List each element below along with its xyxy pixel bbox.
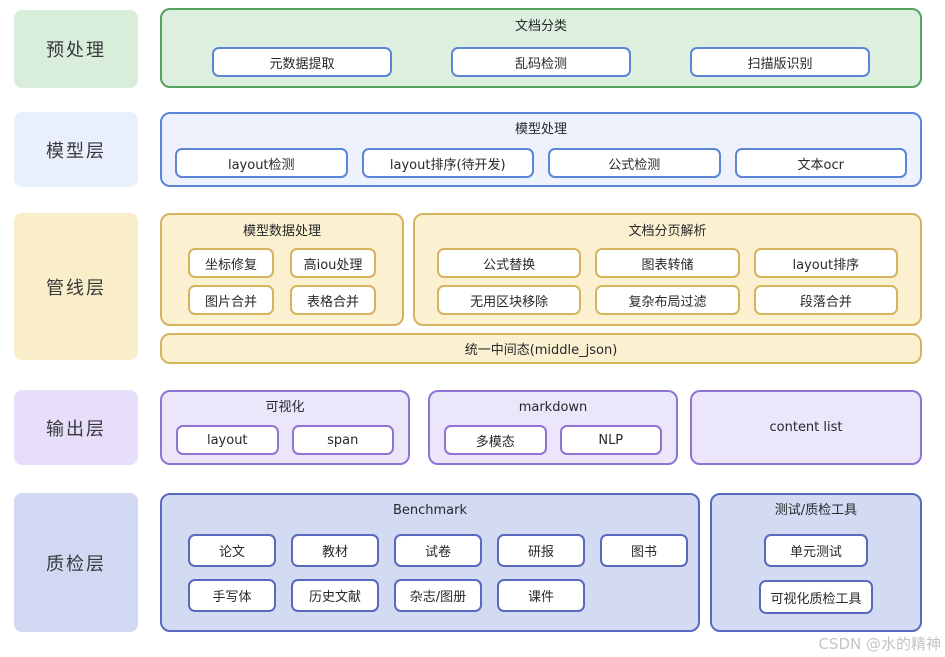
group-doc-page-parsing: 文档分页解析 公式替换 图表转储 layout排序 无用区块移除 复杂布局过滤 … <box>413 213 922 326</box>
node-historical: 历史文献 <box>291 579 379 612</box>
group-title-model-processing: 模型处理 <box>514 122 567 137</box>
layer-label-output: 输出层 <box>14 390 138 465</box>
node-formula-replace: 公式替换 <box>437 248 582 278</box>
group-model-data-processing: 模型数据处理 坐标修复 高iou处理 图片合并 表格合并 <box>160 213 404 326</box>
node-scan-recognize: 扫描版识别 <box>690 47 870 77</box>
node-layout-detect: layout检测 <box>175 148 348 178</box>
node-image-merge: 图片合并 <box>188 285 274 315</box>
group-title-visualization: 可视化 <box>265 400 305 415</box>
node-content-list: content list <box>690 390 922 465</box>
node-span: span <box>291 425 394 455</box>
node-layout-sort: layout排序 <box>753 248 898 278</box>
group-title-markdown: markdown <box>518 400 588 415</box>
node-courseware: 课件 <box>497 579 585 612</box>
group-title-test-qa-tools: 测试/质检工具 <box>774 503 858 518</box>
node-handwriting: 手写体 <box>188 579 276 612</box>
node-book: 图书 <box>600 534 688 567</box>
group-title-benchmark: Benchmark <box>392 503 468 518</box>
layer-label-pipeline: 管线层 <box>14 213 138 360</box>
node-useless-block-remove: 无用区块移除 <box>437 285 582 315</box>
group-title-doc-page-parsing: 文档分页解析 <box>628 224 707 239</box>
node-nlp: NLP <box>559 425 662 455</box>
node-layout: layout <box>176 425 279 455</box>
csdn-watermark: CSDN @水的精神 <box>818 635 941 653</box>
node-textbook: 教材 <box>291 534 379 567</box>
group-model-processing: 模型处理 layout检测 layout排序(待开发) 公式检测 文本ocr <box>160 112 922 187</box>
node-metadata-extract: 元数据提取 <box>212 47 392 77</box>
node-magazine: 杂志/图册 <box>394 579 482 612</box>
layer-label-preprocess: 预处理 <box>14 10 138 88</box>
layer-label-qa: 质检层 <box>14 493 138 632</box>
node-garbled-detect: 乱码检测 <box>451 47 631 77</box>
layer-label-model: 模型层 <box>14 112 138 187</box>
node-coord-fix: 坐标修复 <box>188 248 274 278</box>
node-unit-test: 单元测试 <box>764 534 868 567</box>
node-unified-middle-json: 统一中间态(middle_json) <box>160 333 922 364</box>
node-complex-layout-filter: 复杂布局过滤 <box>595 285 740 315</box>
node-paper: 论文 <box>188 534 276 567</box>
node-paragraph-merge: 段落合并 <box>753 285 898 315</box>
node-formula-detect: 公式检测 <box>548 148 721 178</box>
group-test-qa-tools: 测试/质检工具 单元测试 可视化质检工具 <box>710 493 922 632</box>
group-markdown: markdown 多模态 NLP <box>428 390 678 465</box>
node-chart-dump: 图表转储 <box>595 248 740 278</box>
node-report: 研报 <box>497 534 585 567</box>
group-doc-classification: 文档分类 元数据提取 乱码检测 扫描版识别 <box>160 8 922 88</box>
group-title-doc-classification: 文档分类 <box>514 19 567 34</box>
group-visualization: 可视化 layout span <box>160 390 410 465</box>
node-high-iou: 高iou处理 <box>290 248 376 278</box>
node-visual-qa-tool: 可视化质检工具 <box>759 580 873 614</box>
node-exam: 试卷 <box>394 534 482 567</box>
group-benchmark: Benchmark 论文 教材 试卷 研报 图书 手写体 历史文献 杂志/图册 … <box>160 493 700 632</box>
group-title-model-data-processing: 模型数据处理 <box>242 224 321 239</box>
node-multimodal: 多模态 <box>444 425 547 455</box>
node-text-ocr: 文本ocr <box>734 148 907 178</box>
node-table-merge: 表格合并 <box>290 285 376 315</box>
node-layout-sort-dev: layout排序(待开发) <box>361 148 534 178</box>
